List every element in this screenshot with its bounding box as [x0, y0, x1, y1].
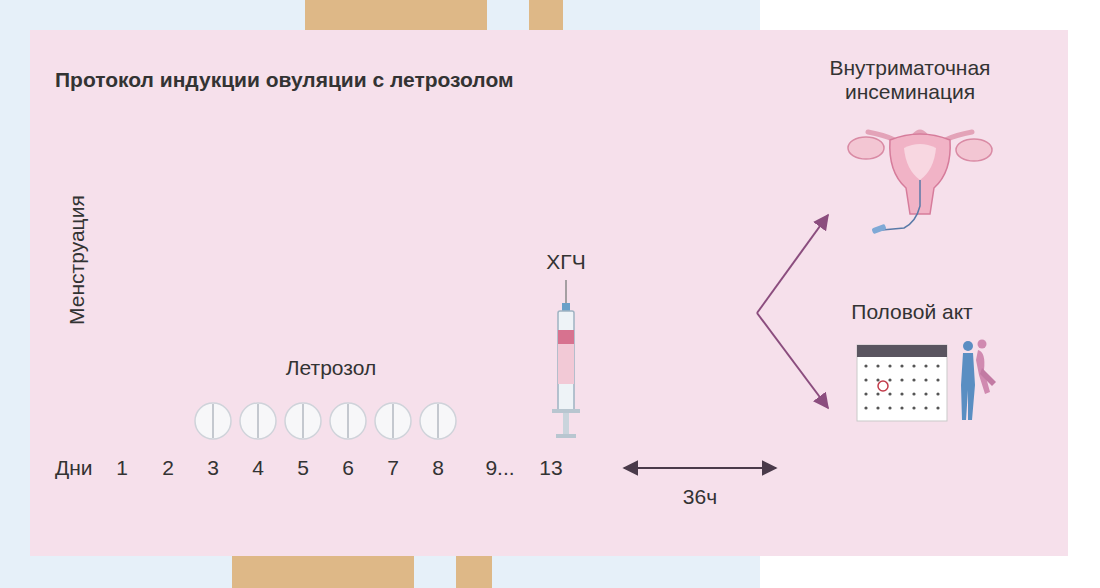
- calendar-dot: [900, 364, 903, 367]
- fork-arrows: [757, 215, 828, 408]
- calendar-dot: [900, 378, 903, 381]
- day-number: 5: [297, 456, 309, 480]
- tan-bar: [305, 0, 487, 32]
- tan-bar: [529, 0, 563, 32]
- letrozole-pills: [195, 403, 456, 439]
- calendar-dot: [900, 392, 903, 395]
- calendar-dot: [864, 378, 867, 381]
- couple-figure: [961, 340, 996, 421]
- pink-panel: [30, 30, 1068, 556]
- interval-label: 36ч: [683, 485, 717, 509]
- day-number: 7: [387, 456, 399, 480]
- calendar-dot: [912, 406, 915, 409]
- axis-label: Менструация: [65, 195, 89, 325]
- calendar-dot: [912, 378, 915, 381]
- calendar-dot: [888, 406, 891, 409]
- day-number: 8: [432, 456, 444, 480]
- pill-score: [437, 404, 439, 438]
- day-number: 2: [162, 456, 174, 480]
- pill: [285, 403, 321, 439]
- calendar-dot: [924, 392, 927, 395]
- calendar-dot: [864, 392, 867, 395]
- calendar-dot: [876, 364, 879, 367]
- day-number: 6: [342, 456, 354, 480]
- day-number: 9...: [485, 456, 514, 480]
- pill-score: [392, 404, 394, 438]
- tan-bar: [232, 554, 414, 588]
- pill-score: [347, 404, 349, 438]
- calendar-dot: [864, 406, 867, 409]
- calendar-dot: [876, 406, 879, 409]
- calendar-dot: [924, 364, 927, 367]
- drug-label: ХГЧ: [546, 250, 585, 274]
- calendar-dot: [936, 364, 939, 367]
- outcome-label: Внутриматочная инсеминация: [785, 56, 1035, 104]
- calendar-dot: [912, 392, 915, 395]
- outcome-label: Половой акт: [851, 300, 972, 324]
- calendar-dot: [888, 378, 891, 381]
- pill-score: [212, 404, 214, 438]
- calendar-dot: [888, 392, 891, 395]
- pill-score: [302, 404, 304, 438]
- diagram-title: Протокол индукции овуляции с летрозолом: [55, 68, 514, 92]
- interval-arrow: [624, 467, 776, 469]
- calendar-dot: [936, 392, 939, 395]
- tan-bar: [456, 554, 492, 588]
- calendar-dot: [924, 378, 927, 381]
- calendar-dot: [924, 406, 927, 409]
- calendar-dot: [936, 406, 939, 409]
- day-number: 1: [116, 456, 128, 480]
- calendar-dot: [876, 392, 879, 395]
- calendar-icon: [857, 345, 947, 421]
- axis-label: Дни: [55, 456, 93, 480]
- calendar-dot: [864, 364, 867, 367]
- day-number: 3: [207, 456, 219, 480]
- pill: [195, 403, 231, 439]
- pill: [375, 403, 411, 439]
- syringe: [552, 280, 580, 438]
- drug-label: Летрозол: [286, 356, 376, 380]
- pill: [420, 403, 456, 439]
- pill: [330, 403, 366, 439]
- calendar-dot: [912, 364, 915, 367]
- calendar-dot: [888, 364, 891, 367]
- calendar-dot: [900, 406, 903, 409]
- day-number: 13: [539, 456, 562, 480]
- calendar-dot: [876, 378, 879, 381]
- uterus-figure: [848, 132, 992, 234]
- day-number: 4: [252, 456, 264, 480]
- pill-score: [257, 404, 259, 438]
- pill: [240, 403, 276, 439]
- calendar-dot: [936, 378, 939, 381]
